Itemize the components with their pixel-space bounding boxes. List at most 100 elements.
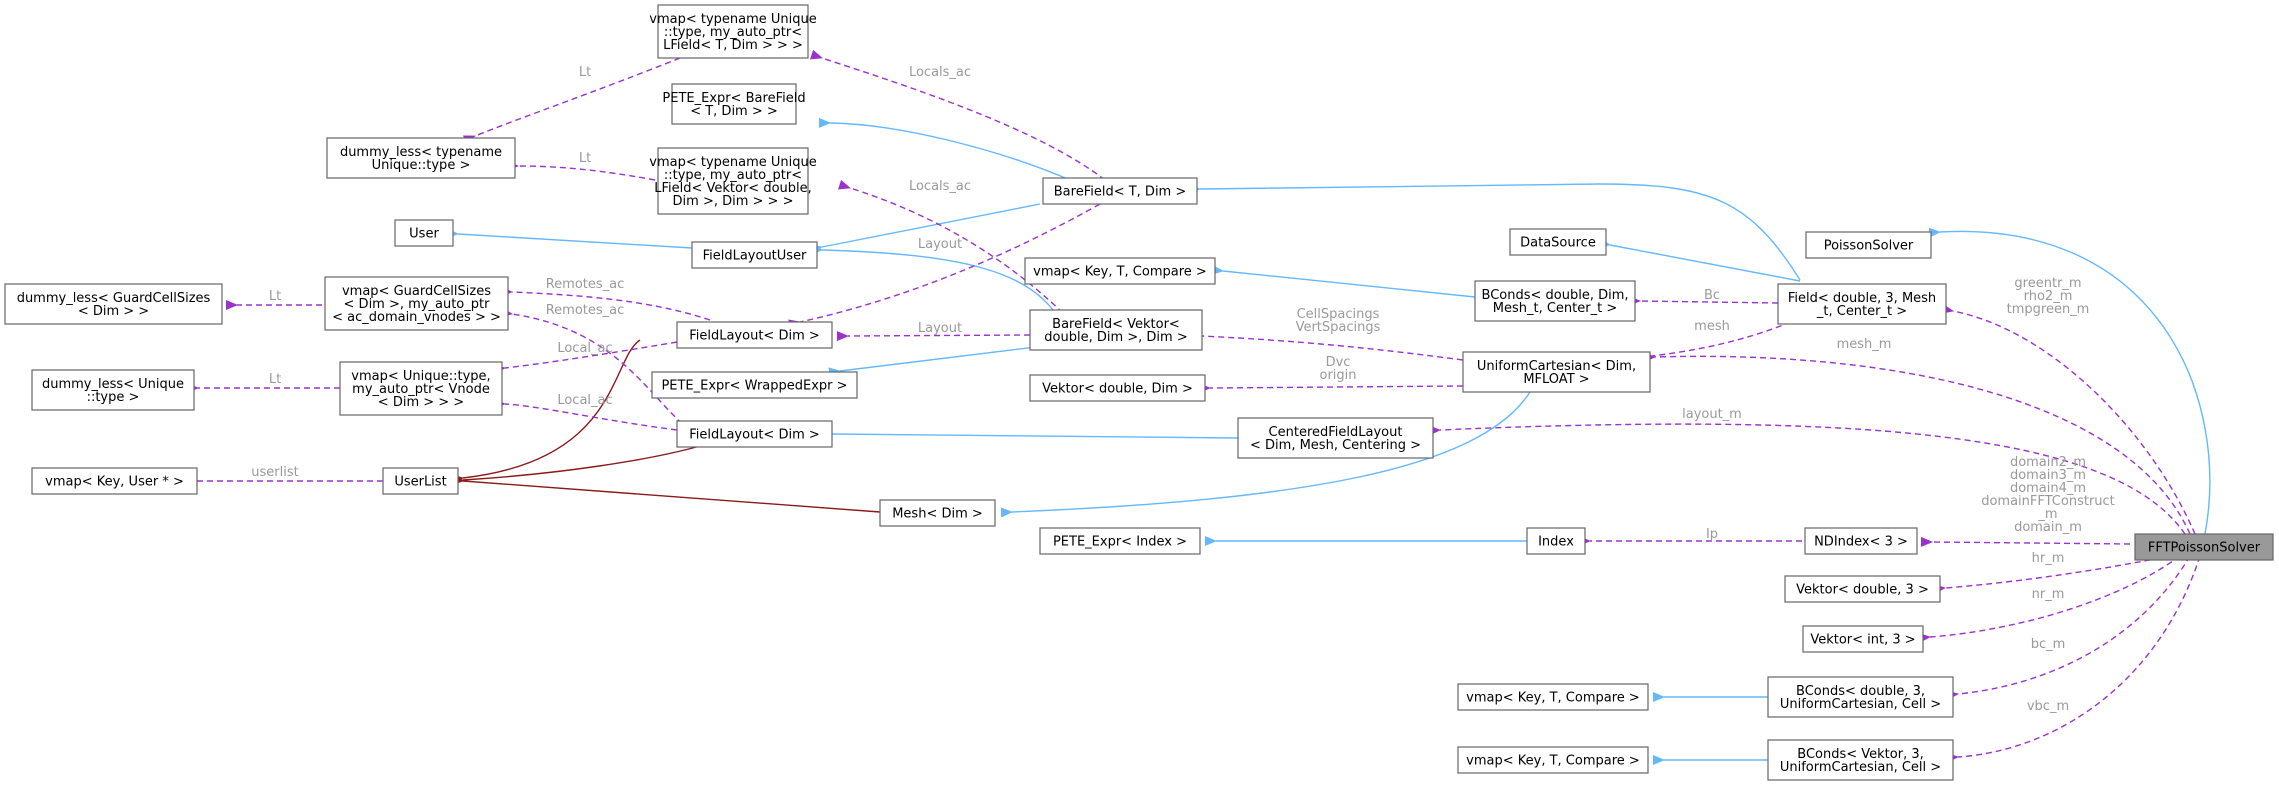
edge-label-text: domain3_m <box>2010 468 2086 483</box>
edge-fieldlayout2-inherits-userlist <box>451 445 701 486</box>
edge-label-text: Lt <box>579 65 591 80</box>
node-box <box>1526 527 1586 555</box>
node-vmap-key-t-compare-2[interactable]: vmap< Key, T, Compare > <box>1457 683 1649 711</box>
node-vektor-double-3[interactable]: Vektor< double, 3 > <box>1784 575 1941 603</box>
node-label: MFLOAT > <box>1523 372 1589 387</box>
node-user[interactable]: User <box>394 219 454 247</box>
edge-label-locals-ac: Locals_ac <box>909 65 971 80</box>
node-label: PETE_Expr< BareField <box>662 91 805 106</box>
edge-barefield-vektor-inherits-fieldlayoutuser <box>810 244 1061 321</box>
edge-uniformcartesian-uses-vektor <box>1198 383 1464 394</box>
edge-label-text: domain2_m <box>2010 455 2086 470</box>
node-mesh[interactable]: Mesh< Dim > <box>879 499 996 527</box>
node-barefield-vektor[interactable]: BareField< Vektor<double, Dim >, Dim > <box>1029 309 1203 351</box>
node-box <box>324 276 509 331</box>
node-label: vmap< Unique::type, <box>351 369 490 384</box>
node-label: vmap< Key, User * > <box>45 475 184 490</box>
node-bconds-double-3[interactable]: BConds< double, 3,UniformCartesian, Cell… <box>1767 676 1954 718</box>
node-dummy-less-gcs[interactable]: dummy_less< GuardCellSizes< Dim > > <box>4 283 223 325</box>
node-bconds-dim[interactable]: BConds< double, Dim,Mesh_t, Center_t > <box>1474 280 1636 322</box>
edge-label-lt: Lt <box>269 372 281 387</box>
edge-label-text: mesh_m <box>1837 337 1892 352</box>
edge-fieldlayout2-uses-vmap-vnode <box>493 398 678 431</box>
node-vmap-key-t-compare-3[interactable]: vmap< Key, T, Compare > <box>1457 746 1649 774</box>
node-label: vmap< Key, T, Compare > <box>1466 691 1640 706</box>
edge-label-text: Local_ac <box>557 341 612 356</box>
node-label: FieldLayout< Dim > <box>689 329 820 344</box>
node-label: Index <box>1538 535 1574 550</box>
node-vmap-vnode[interactable]: vmap< Unique::type,my_auto_ptr< Vnode< D… <box>339 361 503 416</box>
node-fftpoissonsolver[interactable]: FFTPoissonSolver <box>2134 533 2274 561</box>
node-pete-barefield[interactable]: PETE_Expr< BareField< T, Dim > > <box>662 83 806 125</box>
node-vektor-int-3[interactable]: Vektor< int, 3 > <box>1802 625 1924 653</box>
node-label: dummy_less< GuardCellSizes <box>17 291 211 306</box>
node-vmap-key-t-compare-1[interactable]: vmap< Key, T, Compare > <box>1024 257 1216 285</box>
node-label: ::type, my_auto_ptr< <box>664 168 802 183</box>
edge-label-ip: Ip <box>1706 527 1718 542</box>
node-dummy-less-unique[interactable]: dummy_less< Unique::type > <box>31 369 195 411</box>
node-field-double[interactable]: Field< double, 3, Mesh_t, Center_t > <box>1777 283 1947 325</box>
node-box <box>1237 417 1434 459</box>
node-box <box>1802 625 1924 653</box>
node-label: vmap< Key, T, Compare > <box>1466 754 1640 769</box>
node-fieldlayout-2[interactable]: FieldLayout< Dim > <box>676 420 833 448</box>
node-label: Unique::type > <box>372 158 471 173</box>
node-barefield-t[interactable]: BareField< T, Dim > <box>1042 177 1198 205</box>
node-label: vmap< typename Unique <box>649 12 817 27</box>
node-label: Mesh< Dim > <box>892 507 983 522</box>
edge-label-text: nr_m <box>2032 587 2065 602</box>
node-label: UniformCartesian, Cell > <box>1780 697 1941 712</box>
node-box <box>657 147 809 215</box>
node-box <box>1784 575 1941 603</box>
node-vmap-lfield[interactable]: vmap< typename Unique::type, my_auto_ptr… <box>649 4 817 59</box>
node-label: < Dim, Mesh, Centering > <box>1250 438 1421 453</box>
node-uniformcartesian[interactable]: UniformCartesian< Dim,MFLOAT > <box>1462 351 1651 393</box>
node-vmap-lfield-vektor[interactable]: vmap< typename Unique::type, my_auto_ptr… <box>649 147 817 215</box>
node-box <box>1029 309 1203 351</box>
edge-label-mesh-m: mesh_m <box>1837 337 1892 352</box>
node-centeredfieldlayout[interactable]: CenteredFieldLayout< Dim, Mesh, Centerin… <box>1237 417 1434 459</box>
node-index[interactable]: Index <box>1526 527 1586 555</box>
node-box <box>2134 533 2274 561</box>
node-pete-index[interactable]: PETE_Expr< Index > <box>1039 527 1201 555</box>
node-label: Mesh_t, Center_t > <box>1493 301 1617 316</box>
edge-label-text: Remotes_ac <box>546 303 625 318</box>
node-box <box>4 283 223 325</box>
edge-label-text: Dvc <box>1326 355 1351 370</box>
node-label: CenteredFieldLayout <box>1269 425 1403 440</box>
node-bconds-vektor-3[interactable]: BConds< Vektor, 3,UniformCartesian, Cell… <box>1767 739 1954 781</box>
edge-field-inherits-barefield <box>1188 183 1801 281</box>
edge-fft-uses-field <box>1941 303 2196 535</box>
node-label: BConds< double, Dim, <box>1482 288 1629 303</box>
node-fieldlayout-1[interactable]: FieldLayout< Dim > <box>676 321 833 349</box>
node-label: Vektor< double, 3 > <box>1796 583 1929 598</box>
edge-barefield-vektor-inherits-pete-wrapped <box>828 343 1061 378</box>
edge-label-layout: Layout <box>918 237 962 252</box>
node-box <box>879 499 996 527</box>
node-vektor-double-dim[interactable]: Vektor< double, Dim > <box>1029 374 1206 402</box>
node-vmap-gcs[interactable]: vmap< GuardCellSizes< Dim >, my_auto_ptr… <box>324 276 509 331</box>
node-label: double, Dim >, Dim > <box>1044 330 1187 345</box>
node-box <box>671 83 797 125</box>
node-datasource[interactable]: DataSource <box>1509 228 1607 256</box>
edge-fieldlayoutuser-inherits-user <box>446 228 693 249</box>
node-userlist[interactable]: UserList <box>382 467 459 495</box>
node-label: < ac_domain_vnodes > > <box>332 310 501 325</box>
node-box <box>1804 527 1918 555</box>
node-label: vmap< GuardCellSizes <box>342 284 491 299</box>
node-pete-wrapped[interactable]: PETE_Expr< WrappedExpr > <box>651 371 858 399</box>
edge-label-text: CellSpacings <box>1297 307 1380 322</box>
node-label: Field< double, 3, Mesh <box>1788 291 1936 306</box>
edge-label-local-ac: Local_ac <box>557 341 612 356</box>
node-ndindex[interactable]: NDIndex< 3 > <box>1804 527 1918 555</box>
node-fieldlayoutuser[interactable]: FieldLayoutUser <box>691 241 818 269</box>
edge-label-text: hr_m <box>2032 551 2065 566</box>
edge-label-text: Lt <box>579 151 591 166</box>
edge-centered-inherits-fieldlayout <box>820 428 1239 439</box>
node-poissonsolver[interactable]: PoissonSolver <box>1805 231 1932 259</box>
edge-label-locals-ac: Locals_ac <box>909 179 971 194</box>
edge-field-inherits-datasource <box>1598 238 1801 282</box>
node-label: vmap< Key, T, Compare > <box>1033 265 1207 280</box>
node-vmap-key-user[interactable]: vmap< Key, User * > <box>31 467 198 495</box>
